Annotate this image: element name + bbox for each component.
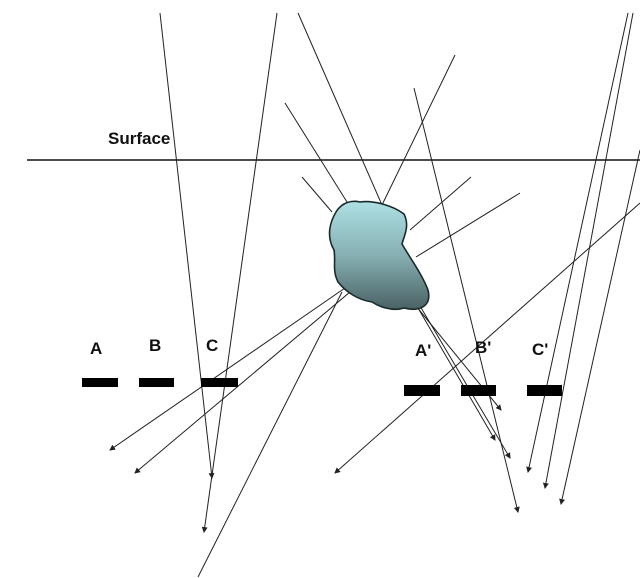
receivers-left: A B C bbox=[82, 336, 238, 387]
receiver-label-a: A bbox=[90, 339, 102, 358]
receiver-bar-b bbox=[139, 378, 174, 387]
ray bbox=[542, 12, 634, 489]
ray bbox=[526, 12, 629, 473]
ray bbox=[381, 54, 456, 206]
ray bbox=[301, 176, 333, 213]
ray bbox=[297, 12, 383, 206]
receiver-label-c-prime: C' bbox=[532, 340, 548, 359]
ray bbox=[559, 149, 640, 505]
ray bbox=[201, 12, 278, 533]
receivers-right: A' B' C' bbox=[404, 338, 562, 396]
subsurface-anomaly-blob bbox=[328, 200, 430, 311]
receiver-label-b: B bbox=[149, 336, 161, 355]
receiver-bar-c bbox=[201, 378, 238, 387]
ray bbox=[284, 102, 348, 203]
receiver-label-c: C bbox=[206, 336, 218, 355]
ray bbox=[415, 192, 521, 258]
receiver-label-a-prime: A' bbox=[415, 341, 431, 360]
ray bbox=[409, 176, 472, 231]
receiver-bar-c-prime bbox=[527, 385, 562, 396]
ray bbox=[413, 87, 520, 513]
ray bbox=[197, 291, 343, 578]
ray bbox=[159, 12, 215, 479]
receiver-bar-a bbox=[82, 378, 118, 387]
ray bbox=[417, 307, 496, 441]
receiver-bar-b-prime bbox=[461, 385, 496, 396]
rays bbox=[109, 12, 640, 578]
surface-label: Surface bbox=[108, 129, 170, 148]
ray bbox=[419, 305, 511, 459]
receiver-bar-a-prime bbox=[404, 385, 440, 396]
ray bbox=[334, 202, 640, 474]
receiver-label-b-prime: B' bbox=[475, 338, 491, 357]
ray bbox=[134, 291, 351, 474]
ray bbox=[109, 287, 346, 451]
